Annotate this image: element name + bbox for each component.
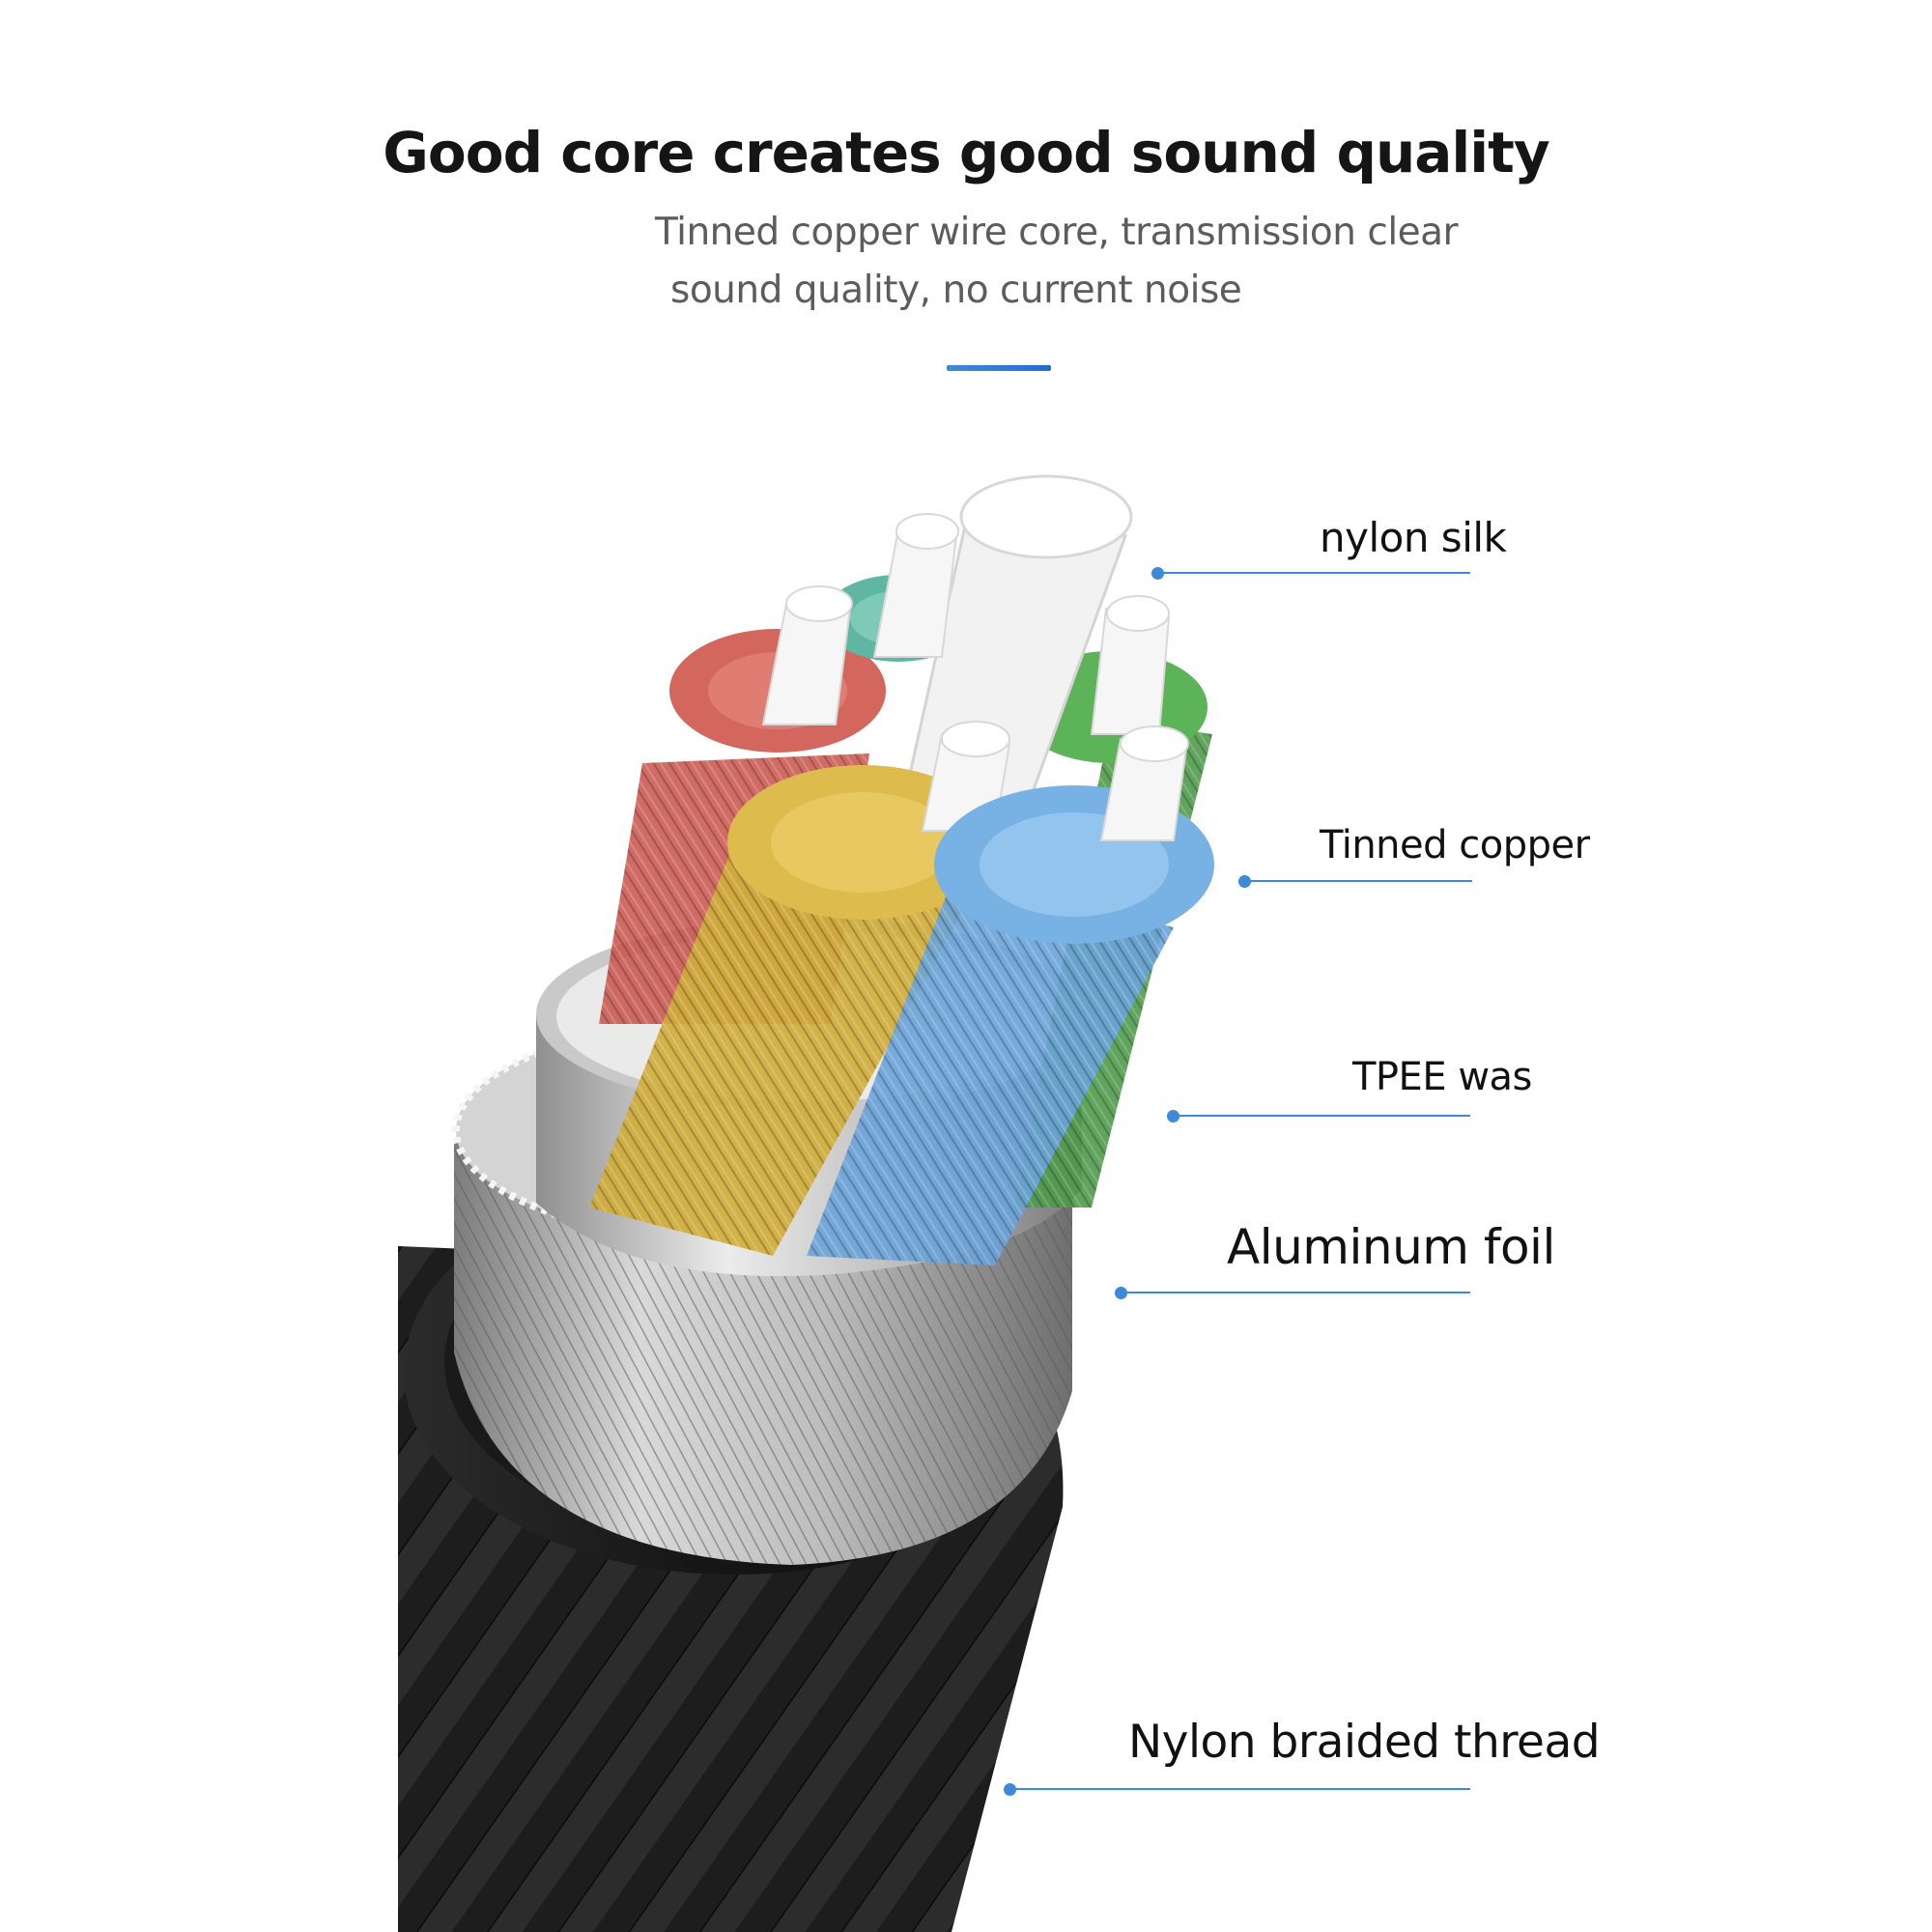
conductor-gold (589, 721, 1011, 1256)
callout-label-tpee: TPEE was (1352, 1055, 1532, 1099)
conductor-blue (807, 725, 1214, 1265)
callout-line-tinned-copper (1244, 880, 1472, 882)
callout-line-aluminum-foil (1121, 1292, 1470, 1293)
callout-label-nylon-silk: nylon silk (1320, 514, 1507, 561)
callout-label-tinned-copper: Tinned copper (1320, 823, 1590, 867)
callout-label-nylon-braided-thread: Nylon braided thread (1128, 1716, 1601, 1769)
callout-label-aluminum-foil: Aluminum foil (1227, 1219, 1555, 1275)
subtitle-line-2: sound quality, no current noise (670, 269, 1242, 312)
subtitle-line-1: Tinned copper wire core, transmission cl… (655, 211, 1459, 254)
callout-line-nylon-silk (1157, 572, 1470, 574)
accent-divider (947, 365, 1051, 371)
nylon-silk-filler (761, 474, 1171, 871)
callout-line-tpee (1173, 1115, 1470, 1117)
page-title: Good core creates good sound quality (383, 120, 1549, 185)
callout-line-nylon-braided-thread (1009, 1788, 1470, 1790)
